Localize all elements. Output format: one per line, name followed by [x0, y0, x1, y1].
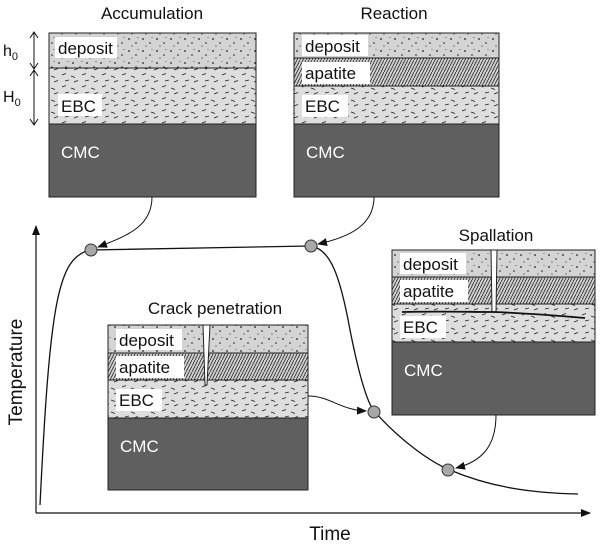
dimension-markers: h0 H0: [3, 31, 39, 126]
label-bg: [302, 35, 368, 56]
cmc-label: CMC: [306, 143, 345, 162]
x-axis-label: Time: [309, 524, 351, 545]
curve-markers: [84, 239, 455, 477]
ebc-label: EBC: [61, 97, 96, 116]
panel-title: Spallation: [459, 226, 534, 245]
marker-reaction: [304, 239, 318, 253]
label-bg: [58, 94, 102, 116]
apatite-label: apatite: [119, 358, 170, 377]
label-bg: [400, 280, 468, 302]
cmc-layer: [48, 123, 257, 198]
label-bg: [302, 62, 370, 84]
marker-crack: [367, 405, 381, 419]
label-bg: [116, 389, 162, 411]
deposit-label: deposit: [58, 39, 113, 58]
label-bg: [116, 356, 184, 378]
connectors: [97, 196, 497, 470]
ebc-label: EBC: [305, 97, 340, 116]
label-bg: [400, 253, 466, 274]
panel-reaction: Reaction deposit apatite EBC CMC: [293, 4, 500, 198]
vertical-crack: [490, 249, 498, 313]
marker-spallation: [441, 463, 455, 477]
panel-spallation: Spallation deposit apatite EBC CMC: [391, 226, 596, 416]
cmc-label: CMC: [120, 437, 159, 456]
arrow-accumulation: [97, 196, 153, 248]
crack: [202, 324, 211, 386]
cmc-label: CMC: [404, 361, 443, 380]
label-bg: [302, 95, 348, 117]
panel-title: Accumulation: [101, 4, 203, 23]
deposit-label: deposit: [403, 255, 458, 274]
ebc-label: EBC: [119, 391, 154, 410]
h0-label: h0: [3, 43, 18, 63]
panel-title: Crack penetration: [148, 299, 282, 318]
label-bg: [55, 37, 117, 58]
temperature-curve: [39, 245, 579, 506]
cmc-layer: [391, 341, 596, 416]
arrow-reaction: [317, 196, 375, 246]
arrow-spallation: [455, 414, 497, 470]
y-axis-label: Temperature: [6, 319, 27, 426]
arrow-crack: [307, 395, 367, 415]
deposit-label: deposit: [305, 37, 360, 56]
axes: Time Temperature: [6, 225, 591, 545]
H0-label: H0: [3, 89, 21, 109]
panel-accumulation: Accumulation deposit EBC CMC: [48, 4, 257, 198]
panel-crack-penetration: Crack penetration deposit apatite EBC CM…: [107, 299, 309, 491]
deposit-label: deposit: [119, 331, 174, 350]
label-bg: [400, 316, 446, 338]
marker-accumulation: [84, 243, 98, 257]
label-bg: [116, 329, 182, 350]
apatite-label: apatite: [305, 64, 356, 83]
cmc-label: CMC: [61, 143, 100, 162]
apatite-label: apatite: [403, 282, 454, 301]
panel-title: Reaction: [360, 4, 427, 23]
cmc-layer: [293, 123, 500, 198]
ebc-label: EBC: [403, 318, 438, 337]
cmc-layer: [107, 417, 309, 491]
delamination-crack: [401, 310, 586, 319]
